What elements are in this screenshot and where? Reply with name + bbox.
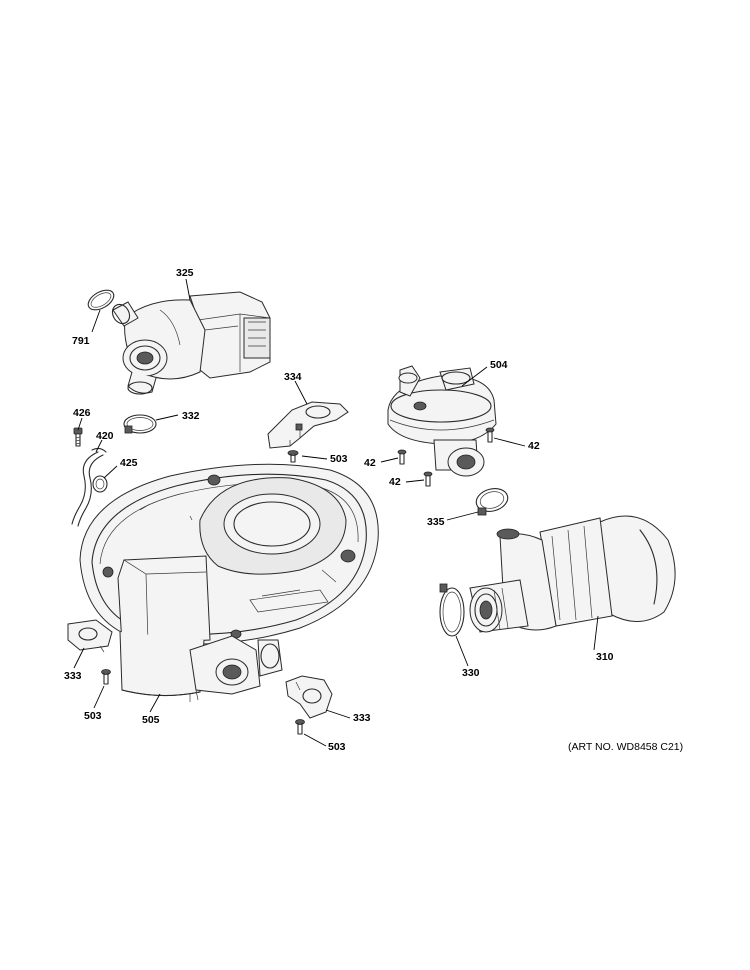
leader-lines [73,278,599,747]
callout-425: 425 [120,457,138,469]
callout-503-lower-right: 503 [328,741,346,753]
part-791-oring [87,289,115,311]
part-42-screw-left [397,449,407,465]
part-425-grommet [92,475,108,493]
callout-504: 504 [490,359,508,371]
callout-505: 505 [142,714,160,726]
callout-420: 420 [96,430,114,442]
callout-791: 791 [72,335,90,347]
callout-42-left: 42 [364,457,376,469]
callout-325: 325 [176,267,194,279]
callout-333-right: 333 [353,712,371,724]
part-333-bracket-right [285,675,333,719]
part-504-filter-housing [387,365,497,477]
callout-426: 426 [73,407,91,419]
part-335-clamp [475,488,509,516]
callout-503-lower-left: 503 [84,710,102,722]
part-325-pump-assembly [111,291,271,395]
part-426-screw [73,427,83,447]
part-334-bracket [267,401,349,449]
part-503-screw-lower-right [295,719,305,735]
part-330-clamp [439,583,465,637]
callout-310: 310 [596,651,614,663]
part-310-circulation-pump [469,515,676,633]
part-333-bracket-left [67,619,113,653]
callout-330: 330 [462,667,480,679]
part-42-screw-lower [423,471,433,487]
part-503-screw-upper [287,450,299,463]
callout-332: 332 [182,410,200,422]
part-505-sump-assembly [79,463,379,702]
art-number: (ART NO. WD8458 C21) [568,741,683,753]
callout-42-lower: 42 [389,476,401,488]
callout-334: 334 [284,371,302,383]
part-332-clamp [123,414,157,434]
part-503-screw-lower-left [101,669,111,685]
callout-335: 335 [427,516,445,528]
part-420-tube [71,447,107,527]
callout-42-right: 42 [528,440,540,452]
callout-333-left: 333 [64,670,82,682]
part-42-screw-right [485,427,495,443]
callout-503-upper: 503 [330,453,348,465]
